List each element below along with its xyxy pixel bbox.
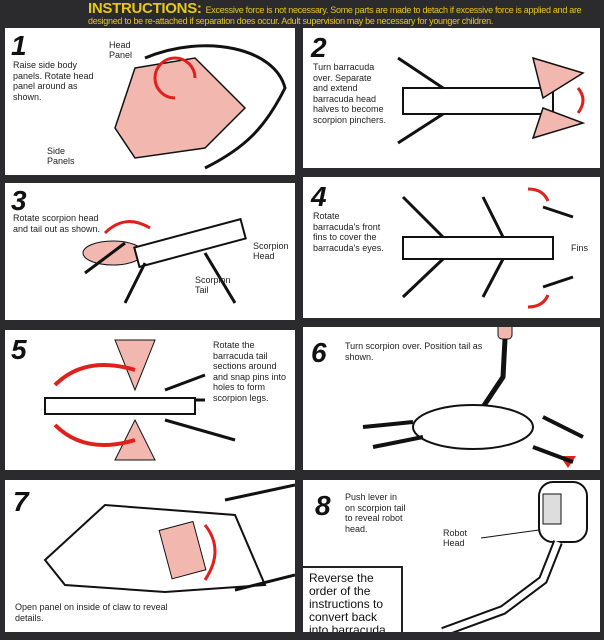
- step-4-panel: 4 Rotate barracuda's front fins to cover…: [303, 177, 600, 318]
- illustration: [43, 483, 295, 594]
- reverse-note: Reverse the order of the instructions to…: [303, 566, 403, 632]
- step-2-panel: 2 Turn barracuda over. Separate and exte…: [303, 28, 600, 168]
- step-text: Open panel on inside of claw to reveal d…: [15, 602, 168, 623]
- step-text: Rotate barracuda's front fins to cover t…: [313, 211, 384, 253]
- step-text: Push lever in on scorpion tail to reveal…: [345, 492, 406, 534]
- illustration: [401, 187, 574, 309]
- step-number: 3: [11, 185, 27, 216]
- step-text: Rotate the barracuda tail sections aroun…: [213, 340, 287, 403]
- label-scorpion-head: Scorpion Head: [253, 241, 289, 261]
- instructions-header: INSTRUCTIONS:Excessive force is not nece…: [88, 0, 602, 27]
- illustration: [114, 44, 287, 170]
- label-robot-head: Robot Head: [443, 528, 468, 548]
- step-number: 7: [13, 486, 29, 517]
- step-number: 1: [11, 30, 27, 61]
- step-number: 6: [311, 337, 327, 368]
- label-side-panels: Side Panels: [47, 146, 75, 166]
- step-3-panel: 3 Rotate scorpion head and tail out as s…: [5, 183, 295, 320]
- step-7-panel: 7 Open panel on inside of claw to reveal…: [5, 480, 295, 632]
- step-text: Turn scorpion over. Position tail as sho…: [345, 341, 483, 362]
- illustration: [441, 481, 588, 632]
- step-8-panel: 8 Push lever in on scorpion tail to reve…: [303, 480, 600, 632]
- label-fins: Fins: [571, 243, 589, 253]
- step-number: 5: [11, 334, 27, 365]
- step-5-panel: 5 Rotate the barracuda tail sections aro…: [5, 330, 295, 470]
- step-text: Turn barracuda over. Separate and extend…: [313, 62, 387, 125]
- header-title: INSTRUCTIONS:: [88, 0, 202, 17]
- label-scorpion-tail: Scorpion Tail: [195, 275, 231, 295]
- step-number: 8: [315, 490, 331, 521]
- step-text: Raise side body panels. Rotate head pane…: [13, 60, 94, 102]
- step-number: 2: [311, 32, 327, 63]
- illustration: [362, 327, 584, 464]
- header-text: Excessive force is not necessary. Some p…: [88, 5, 582, 26]
- step-text: Rotate scorpion head and tail out as sho…: [13, 213, 101, 234]
- illustration: [44, 339, 236, 461]
- label-head-panel: Head Panel: [109, 40, 133, 60]
- step-6-panel: 6 Turn scorpion over. Position tail as s…: [303, 327, 600, 470]
- illustration: [82, 217, 247, 304]
- illustration: [397, 56, 586, 145]
- step-1-panel: 1 Raise side body panels. Rotate head pa…: [5, 28, 295, 175]
- step-number: 4: [311, 181, 327, 212]
